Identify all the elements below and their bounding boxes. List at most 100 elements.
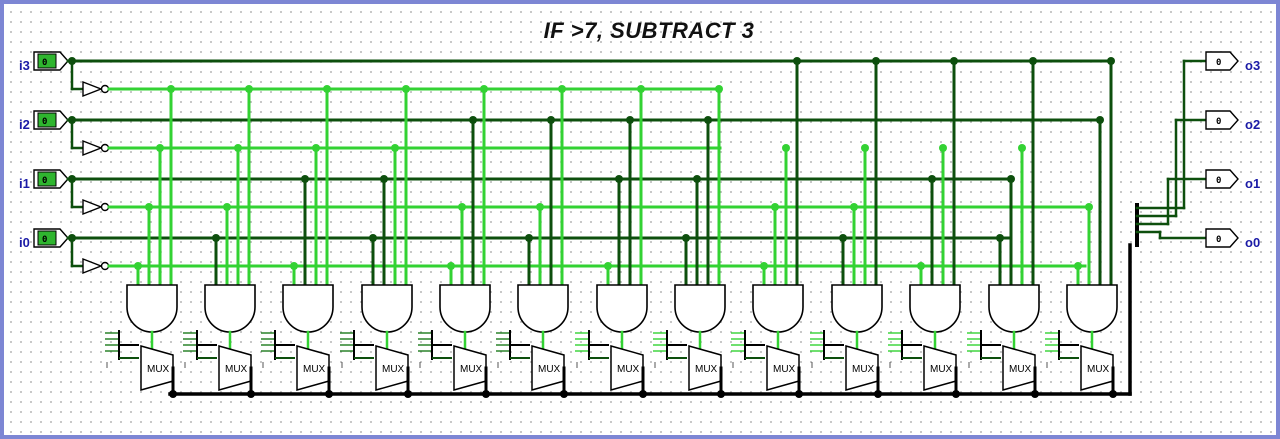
output-label-o2: o2	[1245, 117, 1261, 132]
mux-9: X0MUX	[731, 330, 800, 391]
tap-junction	[402, 85, 410, 93]
tap-junction	[245, 85, 253, 93]
mux-5: X0MUX	[418, 330, 487, 391]
not-gate-bubble	[100, 261, 110, 271]
input-label-i0: i0	[19, 235, 30, 250]
output-pin-o3: 0	[1205, 51, 1239, 71]
input-pin-state	[37, 112, 57, 128]
and-gate-body	[439, 284, 491, 333]
and-gate-body	[674, 284, 726, 333]
tap-junction	[793, 57, 801, 65]
not-gate-bubble	[100, 202, 110, 212]
tap-junction	[1096, 116, 1104, 124]
mux-label: MUX	[617, 364, 640, 375]
mux-12: X0MUX	[967, 330, 1036, 391]
and-gate-5	[439, 284, 491, 333]
tap-junction	[996, 234, 1004, 242]
and-gate-2	[204, 284, 256, 333]
output-bus-junction	[795, 390, 803, 398]
input-pin-i3: 0	[33, 51, 69, 71]
output-pin-o1: 0	[1205, 169, 1239, 189]
tap-junction	[1074, 262, 1082, 270]
and-gate-8	[674, 284, 726, 333]
input-pin-value: 0	[42, 235, 47, 245]
and-gate-9	[752, 284, 804, 333]
tap-junction	[782, 144, 790, 152]
mux-6: X0MUX	[496, 330, 565, 391]
output-bus-junction	[1031, 390, 1039, 398]
mux-label: MUX	[382, 364, 405, 375]
not-gate-bubble	[100, 84, 110, 94]
and-gate-body	[204, 284, 256, 333]
mux-label: MUX	[460, 364, 483, 375]
output-bus-junction	[325, 390, 333, 398]
and-gate-body	[831, 284, 883, 333]
mux-label: MUX	[773, 364, 796, 375]
tap-junction	[212, 234, 220, 242]
tap-junction	[1085, 203, 1093, 211]
tap-junction	[458, 203, 466, 211]
mux-label: MUX	[852, 364, 875, 375]
output-label-o0: o0	[1245, 235, 1261, 250]
tap-junction	[480, 85, 488, 93]
and-gate-11	[909, 284, 961, 333]
mux-4: X0MUX	[340, 330, 409, 391]
mux-11: X0MUX	[888, 330, 957, 391]
input-label-i2: i2	[19, 117, 30, 132]
tap-junction	[604, 262, 612, 270]
output-bus-junction	[874, 390, 882, 398]
tap-junction	[536, 203, 544, 211]
mux-7: X0MUX	[575, 330, 644, 391]
tap-junction	[704, 116, 712, 124]
tap-junction	[760, 262, 768, 270]
tap-junction	[167, 85, 175, 93]
mux-2: X0MUX	[183, 330, 252, 391]
tap-junction	[1018, 144, 1026, 152]
tap-junction	[839, 234, 847, 242]
tap-junction	[615, 175, 623, 183]
and-gate-body	[909, 284, 961, 333]
tap-junction	[861, 144, 869, 152]
tap-junction	[1007, 175, 1015, 183]
input-pin-value: 0	[42, 176, 47, 186]
page-title: IF >7, SUBTRACT 3	[543, 18, 755, 43]
tap-junction	[301, 175, 309, 183]
tap-junction	[469, 116, 477, 124]
tap-junction	[156, 144, 164, 152]
tap-junction	[693, 175, 701, 183]
input-label-i3: i3	[19, 58, 30, 73]
and-gate-6	[517, 284, 569, 333]
tap-junction	[134, 262, 142, 270]
input-pin-i0: 0	[33, 228, 69, 248]
tap-junction	[1107, 57, 1115, 65]
input-pin-state	[37, 230, 57, 246]
mux-8: X0MUX	[653, 330, 722, 391]
output-pin-value: 0	[1216, 117, 1221, 127]
output-bus-junction	[482, 390, 490, 398]
not-gate-i0	[82, 257, 110, 275]
tap-junction	[939, 144, 947, 152]
not-gate-i1	[82, 198, 110, 216]
output-pin-o0: 0	[1205, 228, 1239, 248]
tap-junction	[1029, 57, 1037, 65]
mux-1: X0MUX	[105, 330, 174, 391]
and-gate-7	[596, 284, 648, 333]
input-label-i1: i1	[19, 176, 30, 191]
input-pin-value: 0	[42, 117, 47, 127]
and-gate-1	[126, 284, 178, 333]
input-pin-state	[37, 53, 57, 69]
output-pin-value: 0	[1216, 58, 1221, 68]
output-bus-junction	[952, 390, 960, 398]
output-pin-body	[1205, 110, 1239, 130]
and-gate-body	[596, 284, 648, 333]
tap-junction	[637, 85, 645, 93]
not-gate-body	[82, 257, 103, 275]
and-gate-4	[361, 284, 413, 333]
output-bus-junction	[169, 390, 177, 398]
input-pin-value: 0	[42, 58, 47, 68]
tap-junction	[391, 144, 399, 152]
not-gate-i3	[82, 80, 110, 98]
and-gate-body	[1066, 284, 1118, 333]
mux-label: MUX	[1087, 364, 1110, 375]
